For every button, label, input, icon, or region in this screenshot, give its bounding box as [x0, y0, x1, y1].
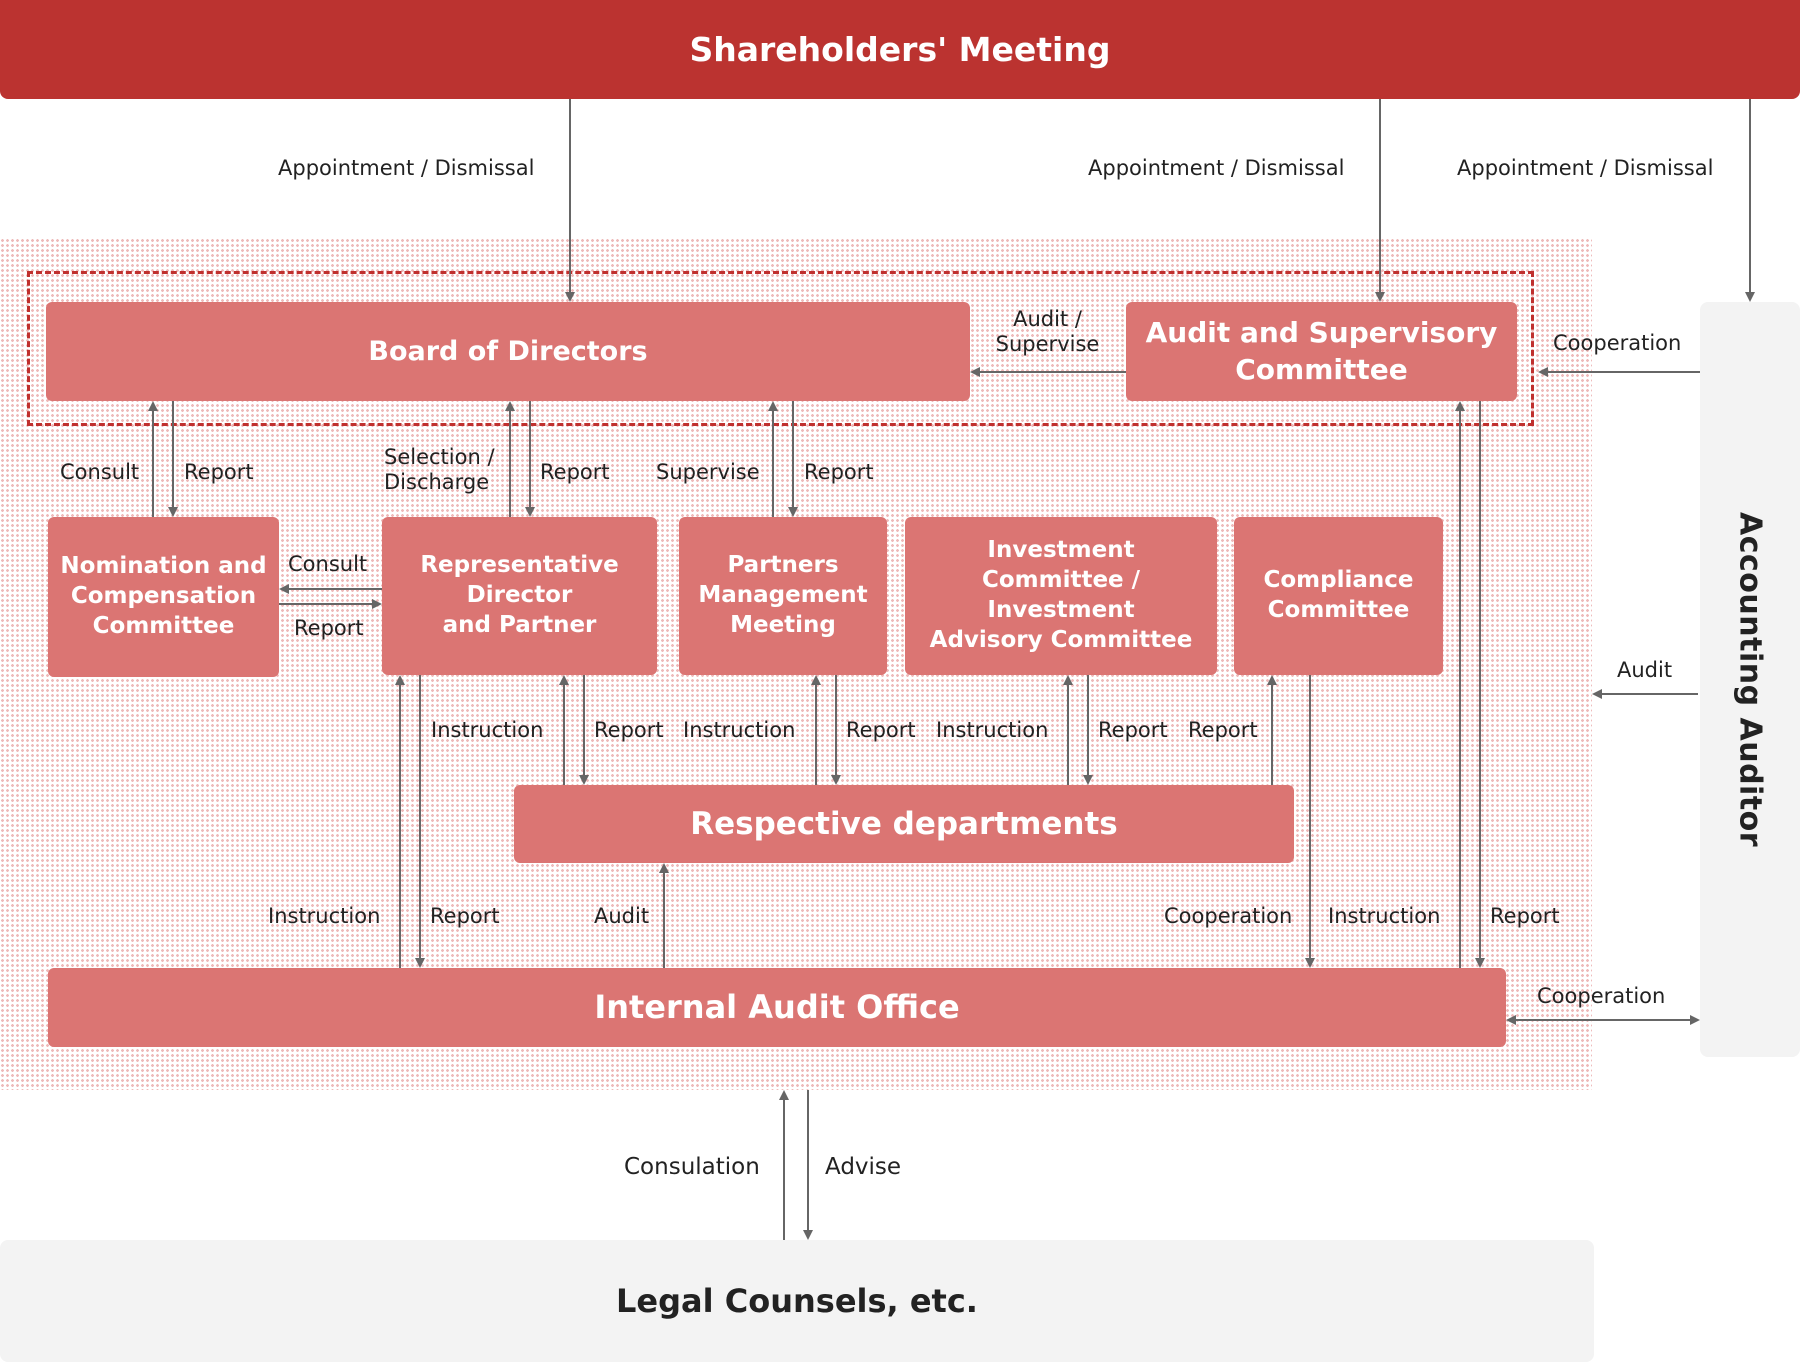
investment-line-2: Committee / — [981, 567, 1141, 594]
nomination-line-2: Compensation — [70, 583, 257, 610]
representative-line-3: and Partner — [442, 611, 597, 638]
legal-counsels-node: Legal Counsels, etc. — [0, 1240, 1594, 1362]
partners-line-2: Management — [698, 582, 868, 609]
respective-departments-label: Respective departments — [690, 805, 1118, 842]
board-group-outline — [27, 271, 1534, 426]
label-compliance-report: Report — [1188, 718, 1258, 742]
partners-line-1: Partners — [727, 552, 839, 579]
nomination-compensation-committee-node: Nomination and Compensation Committee — [48, 517, 279, 677]
label-audit-supervise-line-2: Supervise — [995, 332, 1100, 357]
investment-line-4: Advisory Committee — [929, 626, 1193, 653]
label-ia-audit: Audit — [594, 904, 650, 928]
label-partners-report: Report — [804, 460, 874, 484]
label-ia-cooperation: Cooperation — [1164, 904, 1293, 928]
accounting-auditor-node: Accounting Auditor — [1700, 302, 1800, 1057]
partners-line-3: Meeting — [730, 611, 836, 638]
label-audit-supervise-line-1: Audit / — [1013, 307, 1082, 331]
audit-supervisory-line-2: Committee — [1235, 352, 1408, 386]
label-rep-report: Report — [540, 460, 610, 484]
label-asc-instruction: Instruction — [1328, 904, 1441, 928]
respective-departments-node: Respective departments — [514, 785, 1294, 863]
nomination-line-1: Nomination and — [60, 553, 267, 580]
representative-line-1: Representative — [420, 552, 619, 579]
compliance-line-1: Compliance — [1263, 567, 1414, 594]
internal-audit-office-label: Internal Audit Office — [594, 987, 960, 1026]
label-appoint-accounting: Appointment / Dismissal — [1457, 156, 1714, 180]
shareholders-meeting-label: Shareholders' Meeting — [689, 30, 1111, 69]
accounting-auditor-label: Accounting Auditor — [1732, 511, 1768, 848]
investment-committee-node: Investment Committee / Investment Adviso… — [905, 517, 1217, 675]
label-selection-discharge: Selection / Discharge — [384, 445, 495, 495]
label-invest-instruction: Instruction — [936, 718, 1049, 742]
label-side-consult: Consult — [288, 552, 368, 576]
label-nom-consult: Consult — [60, 460, 140, 484]
label-invest-report: Report — [1098, 718, 1168, 742]
label-partners-dept-report: Report — [846, 718, 916, 742]
representative-line-2: Director — [466, 582, 573, 609]
label-cooperation-top: Cooperation — [1553, 331, 1682, 355]
compliance-committee-node: Compliance Committee — [1234, 517, 1443, 675]
label-supervise: Supervise — [656, 460, 760, 484]
compliance-line-2: Committee — [1267, 597, 1410, 623]
board-of-directors-label: Board of Directors — [368, 335, 648, 367]
legal-counsels-label: Legal Counsels, etc. — [616, 1282, 978, 1320]
partners-management-meeting-node: Partners Management Meeting — [679, 517, 887, 675]
investment-line-1: Investment — [987, 537, 1135, 564]
label-ia-instruction: Instruction — [268, 904, 381, 928]
label-audit-supervise: Audit / Supervise — [990, 307, 1105, 357]
label-appoint-board: Appointment / Dismissal — [278, 156, 535, 180]
label-selection-line-1: Selection / — [384, 445, 495, 469]
investment-line-3: Investment — [987, 597, 1135, 623]
label-rep-instruction: Instruction — [431, 718, 544, 742]
shareholders-meeting-node: Shareholders' Meeting — [0, 0, 1800, 99]
label-nom-report: Report — [184, 460, 254, 484]
label-advise: Advise — [825, 1154, 902, 1180]
label-rep-dept-report: Report — [594, 718, 664, 742]
audit-supervisory-committee-node: Audit and Supervisory Committee — [1126, 302, 1517, 401]
label-ia-report: Report — [430, 904, 500, 928]
representative-director-node: Representative Director and Partner — [382, 517, 657, 675]
label-selection-line-2: Discharge — [384, 470, 490, 495]
board-of-directors-node: Board of Directors — [46, 302, 970, 401]
label-audit-right: Audit — [1617, 658, 1673, 682]
label-appoint-audit: Appointment / Dismissal — [1088, 156, 1345, 180]
nomination-line-3: Committee — [92, 612, 235, 639]
label-consultation: Consulation — [624, 1154, 760, 1180]
label-side-report: Report — [294, 616, 364, 640]
internal-audit-office-node: Internal Audit Office — [48, 968, 1506, 1047]
label-partners-instruction: Instruction — [683, 718, 796, 742]
audit-supervisory-line-1: Audit and Supervisory — [1145, 316, 1498, 350]
label-asc-report: Report — [1490, 904, 1560, 928]
label-cooperation-bottom: Cooperation — [1537, 984, 1666, 1008]
